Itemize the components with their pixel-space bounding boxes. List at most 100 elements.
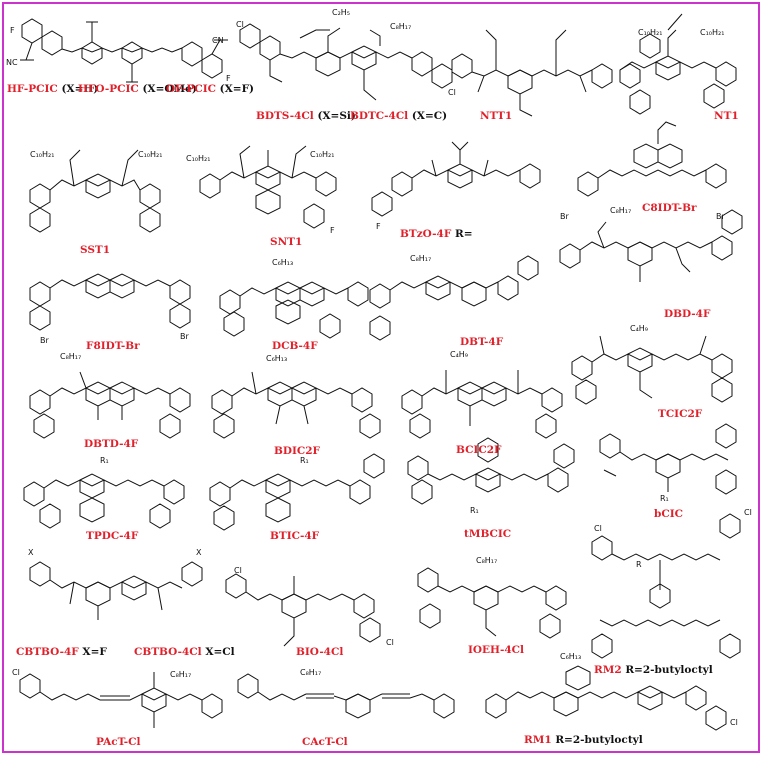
compound-label-ntt1: NTT1 (480, 110, 513, 122)
structure-snt1 (199, 145, 337, 229)
structure-nt1 (619, 13, 737, 115)
compound-label-nt1: NT1 (714, 110, 739, 122)
atom-label: Br (40, 336, 49, 345)
structure-tcic2f (571, 335, 733, 405)
atom-label: C₁₀H₂₁ (30, 150, 55, 159)
structure-rm1 (485, 665, 727, 731)
atom-label: Br (716, 212, 725, 221)
structure-bcic2f (401, 370, 563, 439)
structure-sst1 (29, 149, 161, 233)
atom-label: R₁ (300, 456, 309, 465)
atom-label: Cl (12, 668, 20, 677)
structure-pcic (20, 18, 228, 83)
structure-cact (237, 673, 455, 719)
compound-label-bdic2f: BDIC2F (274, 445, 321, 457)
compound-label-ioeh-4cl: IOEH-4Cl (468, 644, 524, 656)
compound-label-tmbcic: tMBCIC (464, 528, 512, 540)
compound-label-cbtbo-4cl: CBTBO-4Cl X=Cl (134, 646, 235, 658)
structure-pact (19, 672, 223, 728)
compound-label-snt1: SNT1 (270, 236, 303, 248)
atom-label: C₁₀H₂₁ (310, 150, 335, 159)
atom-label: C₁₀H₂₁ (700, 28, 725, 37)
structure-btic (209, 453, 385, 531)
compound-label-sst1: SST1 (80, 244, 111, 256)
structure-f8idt (29, 273, 191, 331)
compound-label-bcic2f: BCIC2F (456, 444, 502, 456)
atom-label: C₆H₁₃ (560, 652, 582, 661)
atom-label: X (28, 548, 34, 557)
atom-label: Br (560, 212, 569, 221)
compound-label-bcic: bCIC (654, 508, 683, 520)
compound-label-pact-cl: PAcT-Cl (96, 736, 141, 748)
structure-ioeh (417, 567, 567, 639)
compound-label-f8idt-br: F8IDT-Br (86, 340, 140, 352)
atom-label: C₁₀H₂₁ (186, 154, 211, 163)
atom-label: CN (212, 36, 224, 45)
compound-label-bdtc-4cl: BDTC-4Cl (X=C) (350, 110, 448, 122)
structure-bdts-bdtc (239, 23, 453, 101)
compound-label-bdts-4cl: BDTS-4Cl (X=Si) (256, 110, 356, 122)
atom-label: Cl (386, 638, 394, 647)
compound-label-tpdc-4f: TPDC-4F (86, 530, 139, 542)
compound-label-btic-4f: BTIC-4F (270, 530, 320, 542)
atom-label: C₈H₁₇ (476, 556, 498, 565)
compound-label-dcb-4f: DCB-4F (272, 340, 318, 352)
structure-c8idt (577, 121, 727, 197)
structure-rm2 (591, 513, 741, 659)
atom-label: Cl (744, 508, 752, 517)
atom-label: C₈H₁₇ (410, 254, 432, 263)
atom-label: NC (6, 58, 18, 67)
atom-label: C₈H₁₇ (300, 668, 322, 677)
compound-label-c8idt-br: C8IDT-Br (642, 202, 697, 214)
compound-label-bio-4cl: BIO-4Cl (296, 646, 344, 658)
compound-label-cbtbo-4f: CBTBO-4F X=F (16, 646, 107, 658)
structure-dcb (219, 281, 369, 339)
atom-label: C₄H₉ (450, 350, 469, 359)
compound-label-of-pcic: OF-PCIC (X=F) (166, 83, 255, 95)
compound-label-cact-cl: CAcT-Cl (302, 736, 348, 748)
atom-label: C₂H₅ (332, 8, 351, 17)
structure-bdic2f (211, 371, 381, 439)
compound-label-tcic2f: TCIC2F (658, 408, 703, 420)
atom-label: C₁₀H₂₁ (638, 28, 663, 37)
compound-label-btzo-4f: BTzO-4F R= (400, 228, 473, 240)
structure-ntt1 (451, 29, 613, 117)
atom-label: Cl (594, 524, 602, 533)
compound-label-rm2: RM2 R=2-butyloctyl (594, 664, 713, 676)
atom-label: C₆H₁₃ (266, 354, 288, 363)
structure-cbtbo (29, 561, 203, 620)
structure-dbt (369, 255, 539, 341)
compound-label-hfo-pcic: HFO-PCIC (X=OMe) (78, 83, 197, 95)
atom-label: C₆H₁₃ (272, 258, 294, 267)
structure-tmbcic (407, 437, 575, 505)
compound-label-hf-pcic: HF-PCIC (X=H) (7, 83, 99, 95)
atom-label: Br (180, 332, 189, 341)
atom-label: Cl (730, 718, 738, 727)
structure-bio (225, 573, 381, 647)
structure-btzo (371, 141, 541, 217)
structure-dbd (559, 209, 743, 282)
atom-label: Cl (234, 566, 242, 575)
atom-label: F (10, 26, 15, 35)
compound-label-dbtd-4f: DBTD-4F (84, 438, 139, 450)
atom-label: F (330, 226, 335, 235)
atom-label: R (636, 560, 642, 569)
atom-label: C₈H₁₇ (60, 352, 82, 361)
atom-label: C₈H₁₇ (610, 206, 632, 215)
atom-label: R₁ (470, 506, 479, 515)
atom-label: R₁ (660, 494, 669, 503)
compound-label-dbt-4f: DBT-4F (460, 336, 504, 348)
atom-label: X (196, 548, 202, 557)
atom-label: R₁ (100, 456, 109, 465)
atom-label: F (376, 222, 381, 231)
structure-bcic (599, 423, 737, 495)
atom-label: C₄H₉ (630, 324, 649, 333)
compound-label-rm1: RM1 R=2-butyloctyl (524, 734, 643, 746)
atom-label: C₈H₁₇ (390, 22, 412, 31)
atom-label: Cl (448, 88, 456, 97)
atom-label: Cl (236, 20, 244, 29)
compound-label-dbd-4f: DBD-4F (664, 308, 711, 320)
atom-label: C₁₀H₂₁ (138, 150, 163, 159)
